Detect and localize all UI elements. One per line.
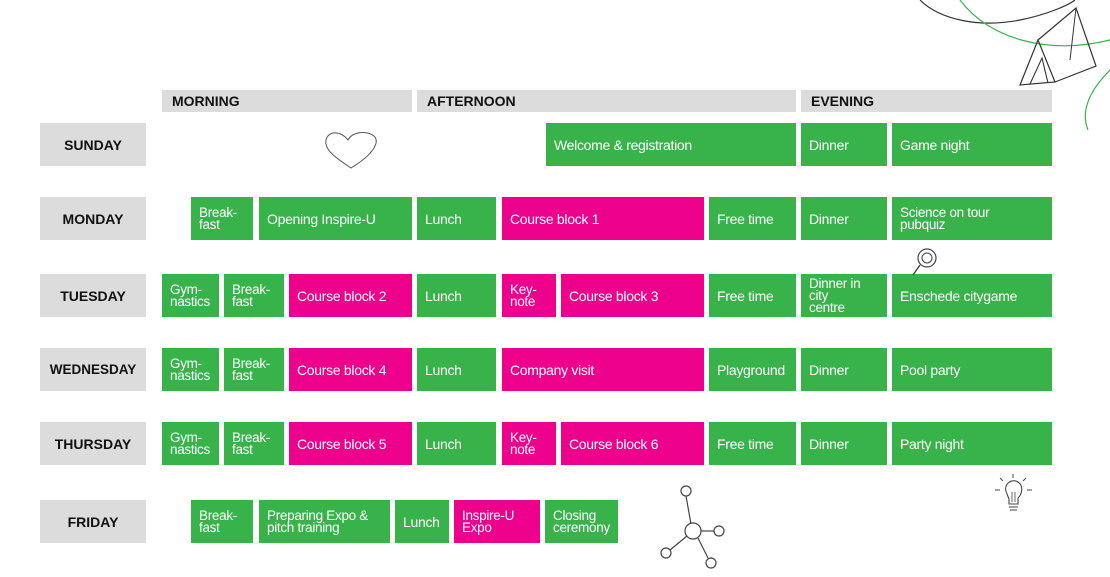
- event-course-block-4: Course block 4: [289, 348, 412, 391]
- event-label-line: fast: [199, 216, 220, 232]
- event-course-block-5: Course block 5: [289, 422, 412, 465]
- event-label-line: Break-: [199, 507, 237, 523]
- event-label-line: pubquiz: [900, 216, 946, 232]
- event-party-night: Party night: [892, 422, 1052, 465]
- event-gymnastics: Gym- nastics: [162, 274, 219, 317]
- event-science-on-tour-pubquiz: Science on tour pubquiz: [892, 197, 1052, 240]
- event-course-block-3: Course block 3: [561, 274, 704, 317]
- day-sunday: SUNDAY: [40, 123, 146, 166]
- event-label-line: Key-: [510, 429, 537, 445]
- event-breakfast: Break- fast: [224, 274, 284, 317]
- event-label-line: fast: [199, 519, 220, 535]
- event-label-line: nastics: [170, 367, 210, 383]
- day-tuesday: TUESDAY: [40, 274, 146, 317]
- event-label-line: centre: [809, 299, 845, 315]
- event-opening-inspire-u: Opening Inspire-U: [259, 197, 412, 240]
- event-label-line: Inspire-U: [462, 507, 515, 523]
- event-label-line: Preparing Expo &: [267, 507, 369, 523]
- event-label-line: Expo: [462, 519, 492, 535]
- event-label-line: note: [510, 293, 536, 309]
- day-wednesday: WEDNESDAY: [40, 348, 146, 391]
- day-friday: FRIDAY: [40, 500, 146, 543]
- event-inspire-u-expo: Inspire-U Expo: [454, 500, 540, 543]
- event-label-line: Break-: [199, 204, 237, 220]
- event-gymnastics: Gym- nastics: [162, 422, 219, 465]
- event-keynote: Key- note: [502, 274, 556, 317]
- event-gymnastics: Gym- nastics: [162, 348, 219, 391]
- event-label-line: ceremony: [553, 519, 610, 535]
- event-label-line: Gym-: [170, 429, 202, 445]
- event-welcome-registration: Welcome & registration: [546, 123, 796, 166]
- event-breakfast: Break- fast: [191, 500, 253, 543]
- event-label-line: Science on tour: [900, 204, 990, 220]
- event-label-line: Break-: [232, 281, 270, 297]
- event-dinner: Dinner: [801, 348, 887, 391]
- event-label-line: Gym-: [170, 281, 202, 297]
- event-label-line: Closing: [553, 507, 596, 523]
- event-free-time: Free time: [709, 274, 796, 317]
- event-label-line: note: [510, 441, 536, 457]
- lightbulb-icon: [995, 474, 1032, 511]
- event-dinner: Dinner: [801, 197, 887, 240]
- event-dinner: Dinner: [801, 123, 887, 166]
- tent-icon: [919, 0, 1110, 130]
- event-free-time: Free time: [709, 197, 796, 240]
- event-label-line: Key-: [510, 281, 537, 297]
- event-lunch: Lunch: [417, 422, 496, 465]
- event-pool-party: Pool party: [892, 348, 1052, 391]
- event-preparing-expo-pitch-training: Preparing Expo & pitch training: [259, 500, 390, 543]
- event-label-line: nastics: [170, 293, 210, 309]
- header-afternoon: AFTERNOON: [417, 90, 796, 112]
- event-dinner-in-city-centre: Dinner in city centre: [801, 274, 887, 317]
- event-game-night: Game night: [892, 123, 1052, 166]
- event-playground: Playground: [709, 348, 796, 391]
- event-label-line: fast: [232, 293, 253, 309]
- day-monday: MONDAY: [40, 197, 146, 240]
- event-course-block-1: Course block 1: [502, 197, 704, 240]
- event-breakfast: Break- fast: [224, 348, 284, 391]
- event-label-line: Dinner in city: [809, 275, 861, 303]
- molecule-icon: [660, 485, 725, 569]
- event-label-line: nastics: [170, 441, 210, 457]
- event-label-line: Break-: [232, 355, 270, 371]
- magnifier-icon: [912, 248, 937, 276]
- event-label-line: fast: [232, 367, 253, 383]
- header-morning: MORNING: [162, 90, 412, 112]
- event-lunch: Lunch: [417, 348, 496, 391]
- event-lunch: Lunch: [417, 197, 496, 240]
- event-free-time: Free time: [709, 422, 796, 465]
- event-label-line: pitch training: [267, 519, 340, 535]
- event-course-block-2: Course block 2: [289, 274, 412, 317]
- event-breakfast: Break- fast: [224, 422, 284, 465]
- event-course-block-6: Course block 6: [561, 422, 704, 465]
- event-label-line: Gym-: [170, 355, 202, 371]
- event-closing-ceremony: Closing ceremony: [545, 500, 618, 543]
- event-enschede-citygame: Enschede citygame: [892, 274, 1052, 317]
- event-keynote: Key- note: [502, 422, 556, 465]
- event-dinner: Dinner: [801, 422, 887, 465]
- event-lunch: Lunch: [395, 500, 449, 543]
- event-lunch: Lunch: [417, 274, 496, 317]
- header-evening: EVENING: [801, 90, 1052, 112]
- event-company-visit: Company visit: [502, 348, 704, 391]
- heart-icon: [325, 132, 377, 169]
- day-thursday: THURSDAY: [40, 422, 146, 465]
- event-breakfast: Break- fast: [191, 197, 253, 240]
- event-label-line: fast: [232, 441, 253, 457]
- event-label-line: Break-: [232, 429, 270, 445]
